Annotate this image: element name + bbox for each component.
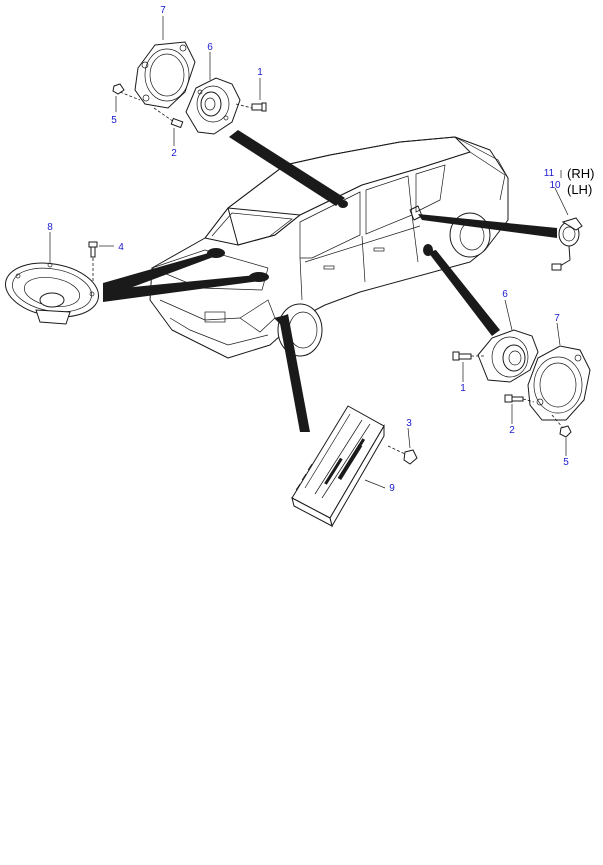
audio-amplifier	[291, 405, 385, 528]
screw-1-top	[235, 102, 267, 112]
front-door-speaker-bracket	[527, 345, 591, 421]
callout-10: 10	[549, 180, 561, 191]
callout-labels: 7 6 1 5 2 8 4 11 10 6 7 1 2 5 3 9 (RH) (…	[47, 5, 594, 494]
callout-5-top: 5	[111, 115, 117, 126]
rear-oval-speaker	[4, 262, 100, 325]
callout-2-top: 2	[171, 148, 177, 159]
callout-5-right: 5	[563, 457, 569, 468]
screw-4	[88, 241, 98, 282]
screw-2-right	[504, 394, 535, 403]
location-pointers	[103, 130, 557, 432]
callout-2-right: 2	[509, 425, 515, 436]
nut-5-right	[551, 414, 572, 438]
callout-8: 8	[47, 222, 53, 233]
callout-1-right: 1	[460, 383, 466, 394]
front-door-speaker-unit	[477, 329, 539, 383]
screw-1-right	[452, 351, 484, 361]
callout-4: 4	[118, 242, 124, 253]
side-label-lh: (LH)	[567, 182, 592, 197]
callout-1-top: 1	[257, 67, 263, 78]
callout-9: 9	[389, 483, 395, 494]
screw-2-top	[153, 107, 184, 129]
rear-shelf-speaker-bracket	[134, 41, 196, 109]
callout-7-top: 7	[160, 5, 166, 16]
nut-5-top	[112, 83, 141, 101]
callout-11: 11	[544, 168, 555, 179]
front-tweeter	[551, 217, 583, 271]
callout-7-right: 7	[554, 313, 560, 324]
screw-3	[387, 445, 418, 465]
side-label-rh: (RH)	[567, 166, 594, 181]
callout-6-top: 6	[207, 42, 213, 53]
callout-3: 3	[406, 418, 412, 429]
sedan-car-outline	[149, 136, 509, 359]
callout-6-right: 6	[502, 289, 508, 300]
rear-shelf-speaker-unit	[185, 77, 241, 135]
